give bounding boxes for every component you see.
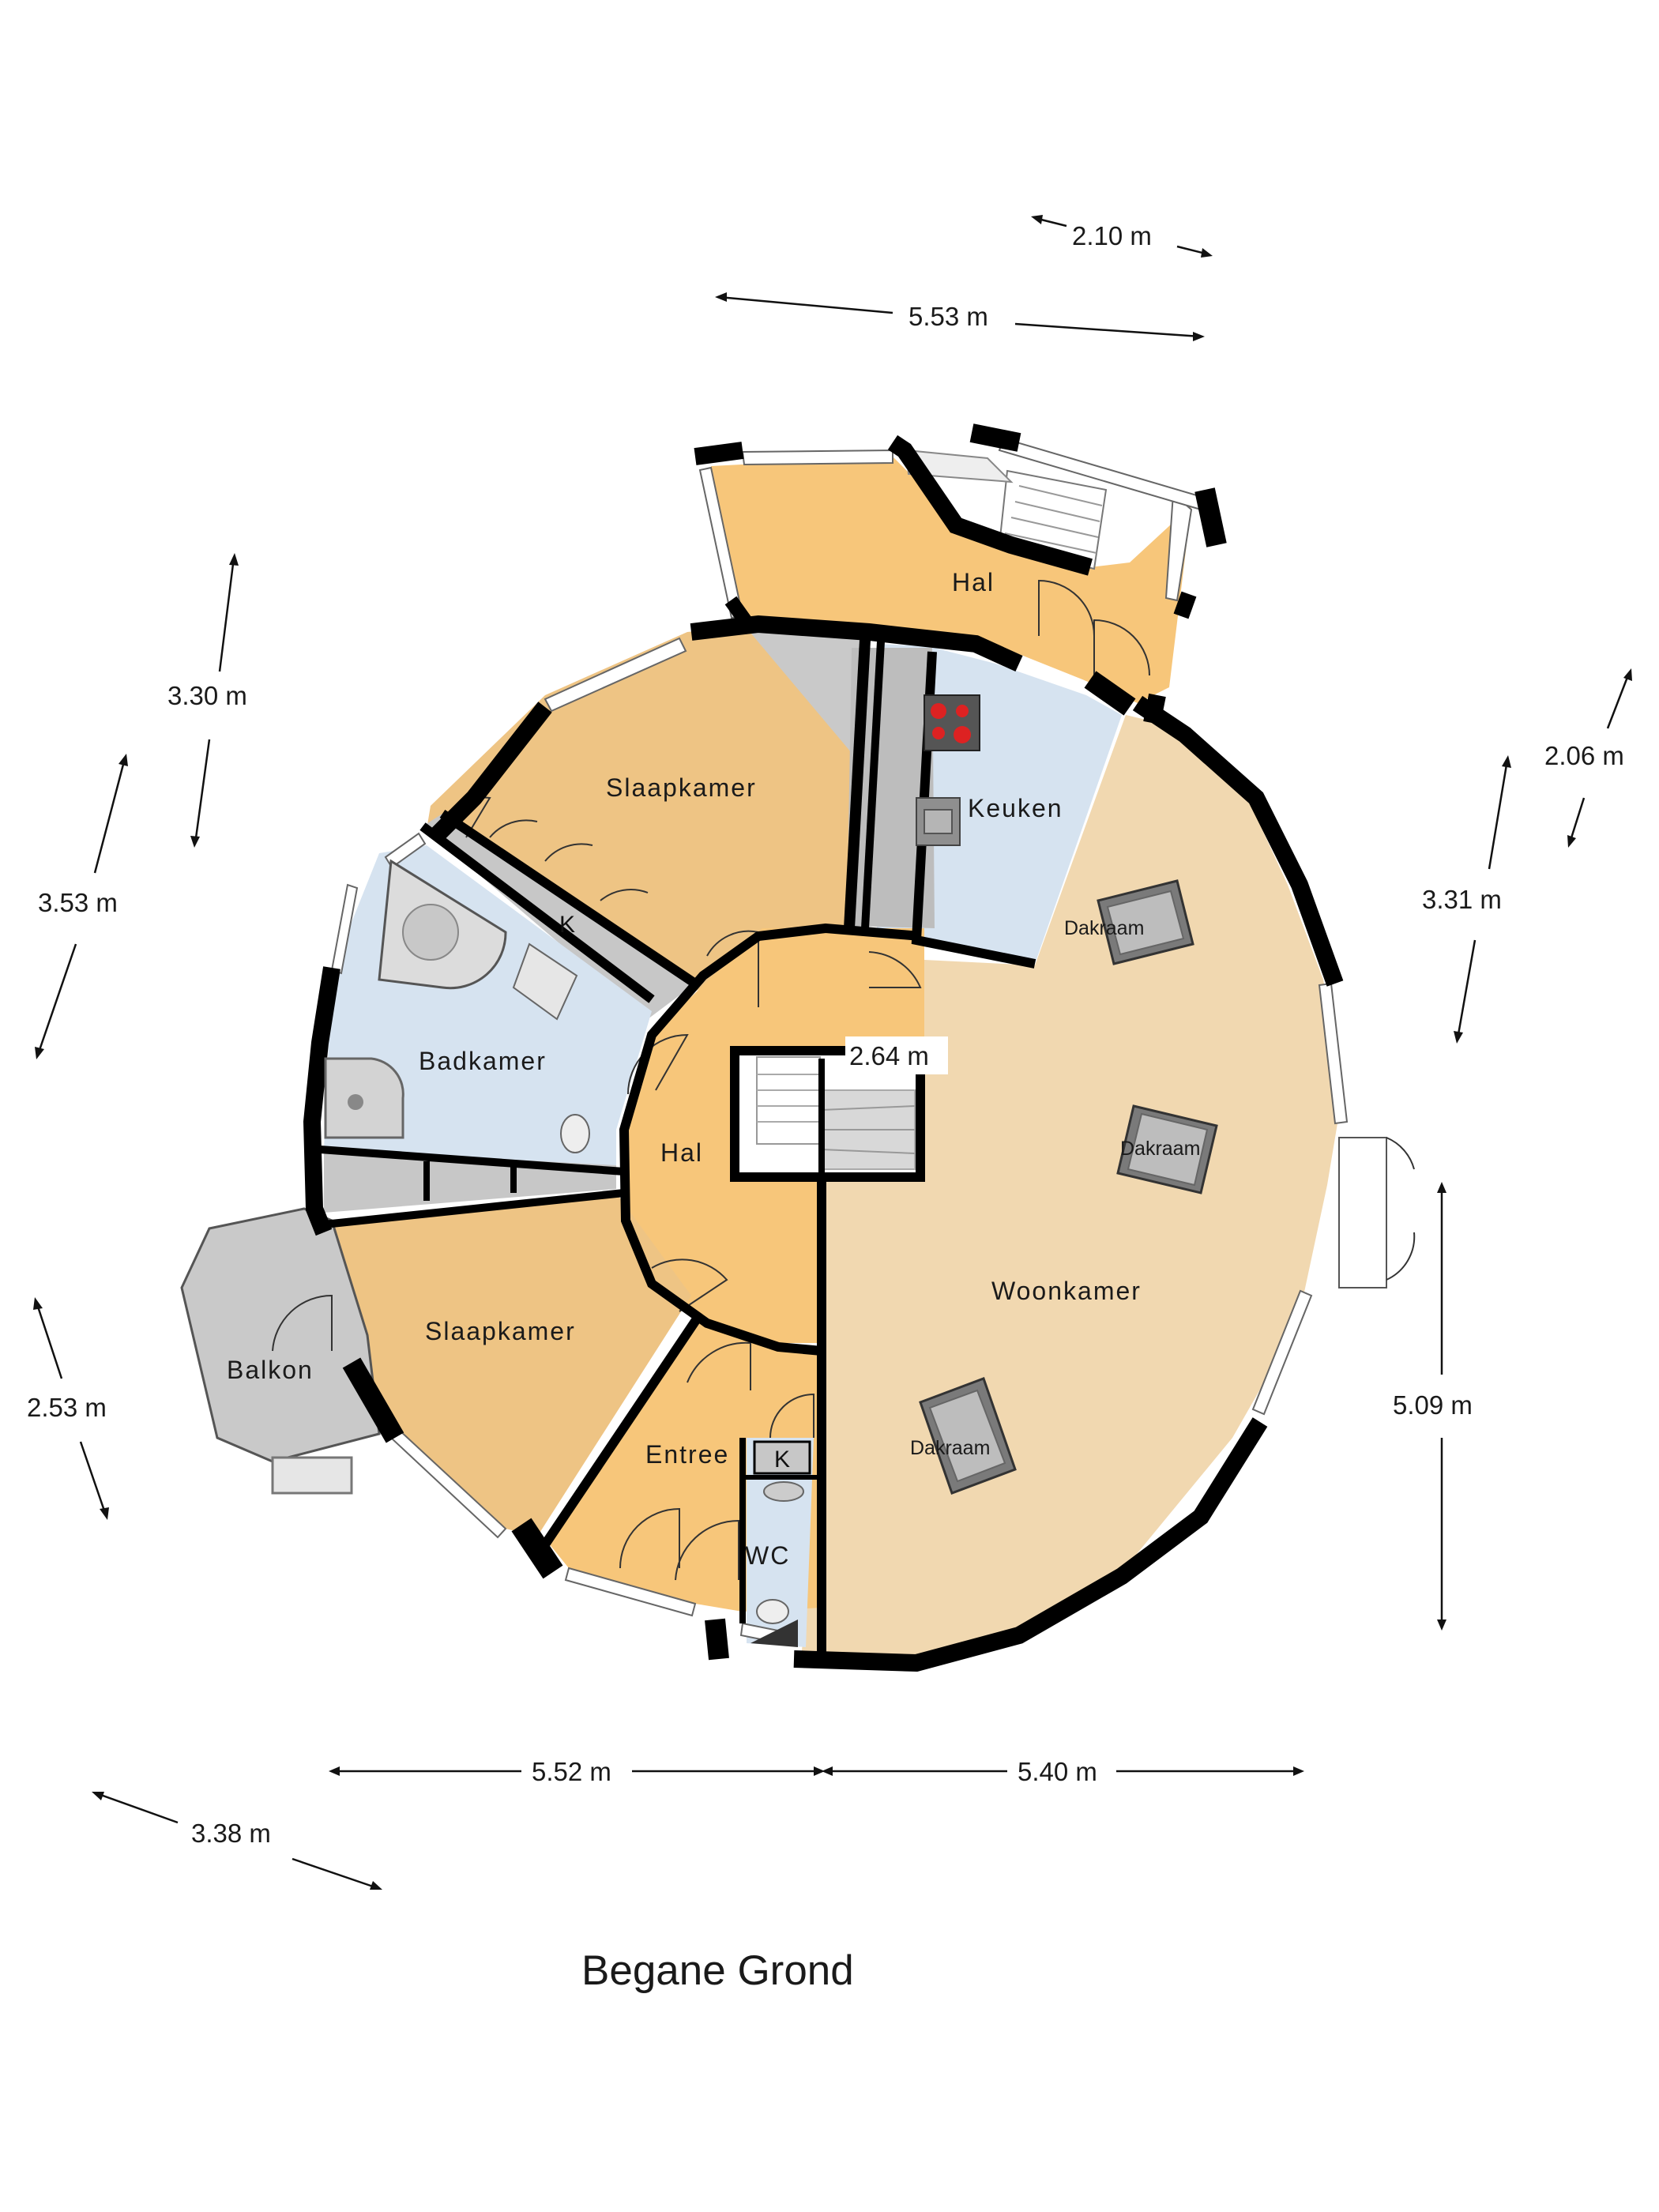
stair-dim-box <box>845 1036 948 1074</box>
dim-right-upper: 3.31 m <box>1422 885 1502 914</box>
room-labels: Hal Slaapkamer Keuken Badkamer Hal Woonk… <box>227 568 1200 1994</box>
dim-top-long: 5.53 m <box>908 302 988 331</box>
label-dakraam-1: Dakraam <box>1064 917 1144 939</box>
label-dakraam-3: Dakraam <box>910 1437 990 1459</box>
toilet-icon <box>560 1114 804 1647</box>
walls <box>303 423 1344 1672</box>
dim-left-lower: 2.53 m <box>27 1393 107 1422</box>
washbasin-icon <box>512 942 578 1021</box>
closet-k-entree <box>753 1440 811 1475</box>
dim-top-short: 2.10 m <box>1072 221 1152 250</box>
sink-icon <box>916 797 961 846</box>
closet-k-top <box>423 814 695 1019</box>
bathtub-icon <box>378 859 507 990</box>
dim-right-lower: 5.09 m <box>1393 1390 1473 1420</box>
shower-icon <box>324 1057 404 1139</box>
dakraam-2 <box>1116 1104 1218 1194</box>
dim-bottom-left: 5.52 m <box>532 1757 611 1786</box>
dim-right-upper-diag: 2.06 m <box>1544 741 1624 770</box>
stove-icon <box>924 694 980 751</box>
balkon-step <box>271 1456 353 1495</box>
label-stair-inner: 2.64 m <box>849 1041 929 1070</box>
dakraam-1 <box>1097 879 1194 965</box>
label-balkon: Balkon <box>227 1356 314 1384</box>
doors <box>272 579 1416 1581</box>
dim-bottom-right: 5.40 m <box>1018 1757 1097 1786</box>
dakraam-3 <box>919 1377 1017 1495</box>
label-k-closet-top: K <box>559 912 575 938</box>
label-woonkamer: Woonkamer <box>991 1277 1142 1305</box>
windows <box>330 437 1387 1645</box>
label-wc: WC <box>745 1541 790 1570</box>
page-title: Begane Grond <box>581 1947 854 1994</box>
dim-left-upper: 3.30 m <box>167 681 247 710</box>
label-badkamer: Badkamer <box>419 1047 547 1075</box>
label-hal-top: Hal <box>952 568 995 596</box>
label-entree: Entree <box>645 1440 729 1469</box>
label-dakraam-2: Dakraam <box>1120 1138 1200 1160</box>
dimension-labels: 2.10 m 5.53 m 3.30 m 3.53 m 2.06 m 3.31 … <box>27 218 1624 1848</box>
label-slaapkamer-top: Slaapkamer <box>606 773 757 802</box>
room-hal-top <box>711 457 1191 703</box>
label-slaapkamer-bottom: Slaapkamer <box>425 1317 576 1345</box>
closet-triangle <box>747 628 865 762</box>
dim-bottom-diag: 3.38 m <box>191 1819 271 1848</box>
dim-left-middle: 3.53 m <box>38 888 118 917</box>
label-k-closet-entree: K <box>774 1446 790 1473</box>
label-hal-center: Hal <box>660 1138 703 1167</box>
label-keuken: Keuken <box>968 794 1063 822</box>
